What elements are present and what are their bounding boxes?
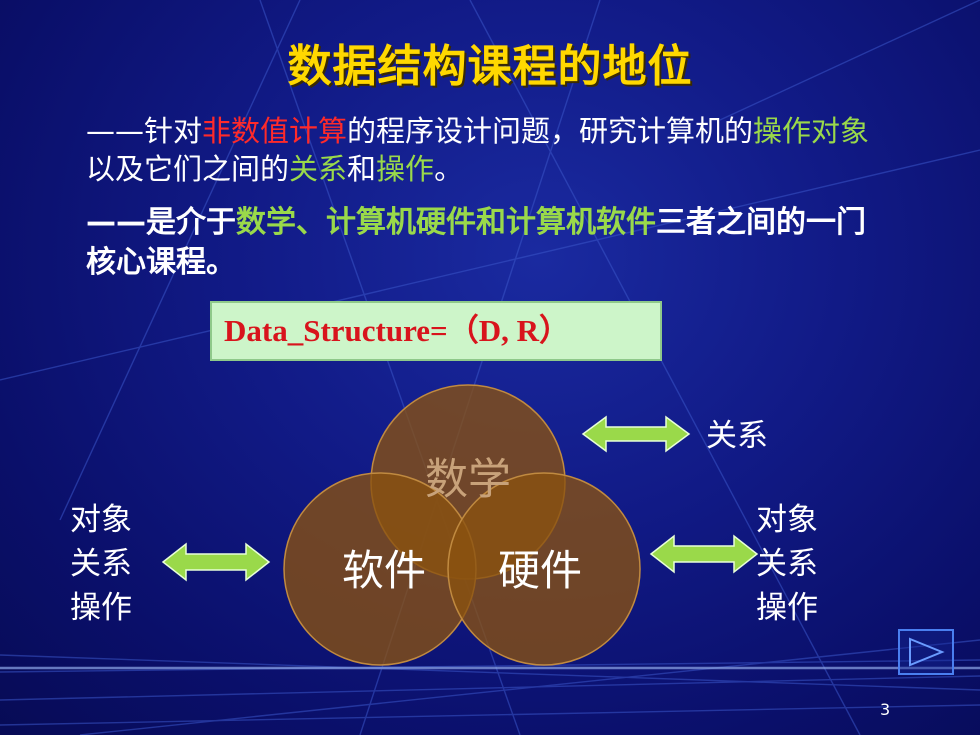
right-label-operations: 操作 [756, 590, 818, 626]
p1-end: 。 [434, 152, 464, 186]
formula-box: Data_Structure=（D, R） [210, 301, 662, 361]
p1-highlight-operations: 操作 [376, 152, 435, 186]
page-number: 3 [880, 700, 891, 719]
p2-highlight-disciplines: 数学、计算机硬件和计算机软件 [236, 205, 656, 240]
double-arrow-left [161, 542, 271, 582]
left-label-objects: 对象 [70, 502, 132, 538]
left-labels: 对象 关系 操作 [70, 498, 132, 630]
circle-hardware [447, 472, 641, 666]
right-label-relations: 关系 [756, 546, 818, 582]
right-labels: 对象 关系 操作 [756, 498, 818, 630]
p1-highlight-objects: 操作对象 [753, 114, 870, 148]
p2-end: 三者之间的一门核心课程。 [86, 205, 866, 280]
p1-mid1: 的程序设计问题，研究计算机的 [347, 114, 754, 148]
play-triangle-icon [909, 637, 945, 667]
double-arrow-relation [581, 415, 691, 453]
venn-label-math: 数学 [425, 455, 511, 505]
p2-lead: ——是介于 [86, 205, 236, 240]
p1-mid3: 和 [347, 152, 377, 186]
slide-title: 数据结构课程的地位 [287, 41, 693, 92]
next-slide-button[interactable] [898, 629, 954, 675]
venn-label-software: 软件 [342, 546, 426, 595]
p1-lead: ——针对 [86, 114, 203, 148]
p1-mid2: 以及它们之间的 [86, 152, 290, 186]
p1-highlight-non-numeric: 非数值计算 [202, 114, 348, 148]
double-arrow-right [649, 534, 759, 574]
left-label-relations: 关系 [70, 546, 132, 582]
p1-highlight-relations: 关系 [289, 152, 348, 186]
left-label-operations: 操作 [70, 590, 132, 626]
paragraph-position: ——是介于数学、计算机硬件和计算机软件三者之间的一门核心课程。 [86, 203, 886, 283]
right-label-objects: 对象 [756, 502, 818, 538]
paragraph-definition: ——针对非数值计算的程序设计问题，研究计算机的操作对象以及它们之间的关系和操作。 [86, 112, 886, 188]
relation-legend-label: 关系 [706, 418, 768, 454]
venn-label-hardware: 硬件 [498, 546, 582, 595]
